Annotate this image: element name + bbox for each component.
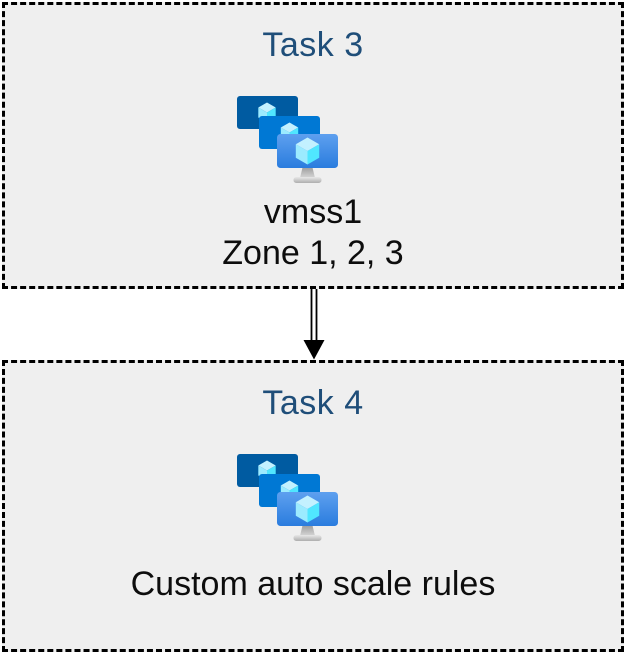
task3-box: Task 3 <box>2 2 624 289</box>
vmss-icon <box>0 96 595 184</box>
task3-title: Task 3 <box>262 26 364 64</box>
down-arrow-icon <box>303 289 325 360</box>
vmss-icon <box>0 454 595 542</box>
task4-box: Task 4 <box>2 360 624 652</box>
task4-title: Task 4 <box>262 384 364 422</box>
down-arrow-connector <box>301 289 327 360</box>
task3-caption-line2: Zone 1, 2, 3 <box>222 234 404 272</box>
task4-caption: Custom auto scale rules <box>130 565 496 603</box>
task3-caption-line1: vmss1 <box>263 193 363 231</box>
